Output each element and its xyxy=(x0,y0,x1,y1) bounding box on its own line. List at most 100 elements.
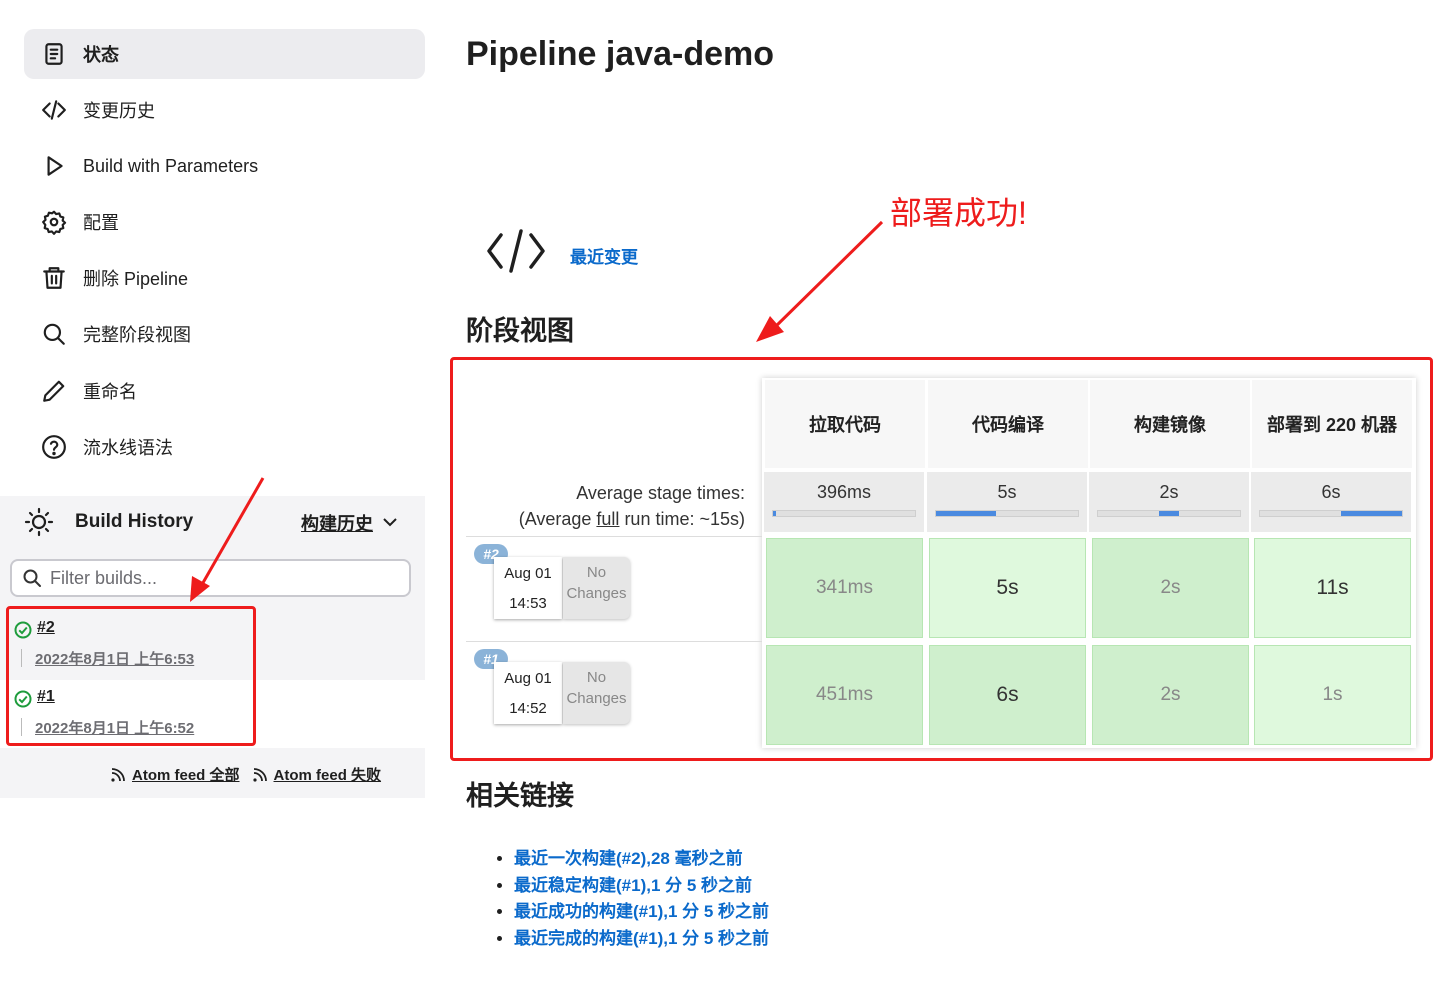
sidebar-item-build-with-parameters[interactable]: Build with Parameters xyxy=(24,141,425,191)
sidebar-item-label: 重命名 xyxy=(83,382,137,402)
run-row: #2 Aug 01 14:53 No Changes xyxy=(466,536,762,641)
build-history-panel: Build History 构建历史 #2 2022年8月1日 上午6:53 #… xyxy=(0,496,425,798)
highlight-box-builds xyxy=(6,606,256,746)
stage-cell[interactable]: 5s xyxy=(929,538,1086,638)
sidebar-item-label: Build with Parameters xyxy=(83,155,259,176)
avg-progress-track xyxy=(1259,510,1403,517)
annotation-arrow-line xyxy=(770,220,884,332)
run-date: Aug 01 xyxy=(504,670,552,687)
sidebar-item-label: 变更历史 xyxy=(83,101,155,121)
search-icon xyxy=(23,569,41,587)
stage-cell[interactable]: 2s xyxy=(1092,538,1249,638)
build-row[interactable]: #2 2022年8月1日 上午6:53 xyxy=(0,611,425,679)
run-date-box: Aug 01 14:53 xyxy=(494,557,562,619)
avg-progress-fill xyxy=(773,511,776,516)
build-divider xyxy=(21,718,22,736)
sidebar-item-delete-pipeline[interactable]: 删除 Pipeline xyxy=(24,253,425,303)
sidebar-item-label: 流水线语法 xyxy=(83,438,173,458)
atom-feed-failed-label: Atom feed 失败 xyxy=(273,767,382,784)
avg-progress-fill xyxy=(1159,511,1179,516)
build-date-link[interactable]: 2022年8月1日 上午6:53 xyxy=(35,651,195,668)
related-links-title: 相关链接 xyxy=(466,781,574,811)
build-history-icon xyxy=(24,507,54,537)
avg-progress-track xyxy=(935,510,1079,517)
list-item: 最近稳定构建(#1),1 分 5 秒之前 xyxy=(514,873,769,900)
atom-feed-failed-link[interactable]: Atom feed 失败 xyxy=(252,764,382,785)
atom-feed-all-label: Atom feed 全部 xyxy=(132,767,240,784)
annotation-arrow-head xyxy=(756,316,784,342)
avg-stage-time: 396ms xyxy=(764,472,924,532)
sidebar-item-label: 配置 xyxy=(83,213,119,233)
related-links-list: 最近一次构建(#2),28 毫秒之前 最近稳定构建(#1),1 分 5 秒之前 … xyxy=(496,846,769,952)
stage-cell[interactable]: 11s xyxy=(1254,538,1411,638)
filter-builds-field[interactable] xyxy=(10,559,411,597)
avg-stage-time-value: 5s xyxy=(997,482,1017,502)
run-row: #1 Aug 01 14:52 No Changes xyxy=(466,641,762,746)
avg-progress-fill xyxy=(936,511,996,516)
build-row[interactable]: #1 2022年8月1日 上午6:52 xyxy=(0,680,425,748)
sidebar-item-status[interactable]: 状态 xyxy=(24,29,425,79)
page-title: Pipeline java-demo xyxy=(466,35,774,73)
document-icon xyxy=(39,39,69,69)
stage-cell[interactable]: 1s xyxy=(1254,645,1411,745)
sidebar-item-label: 完整阶段视图 xyxy=(83,325,191,345)
avg-progress-track xyxy=(772,510,916,517)
run-date-box: Aug 01 14:52 xyxy=(494,662,562,724)
rss-icon xyxy=(111,767,125,782)
stage-header: 拉取代码 xyxy=(765,380,925,468)
stage-cell[interactable]: 6s xyxy=(929,645,1086,745)
avg-stage-time: 5s xyxy=(927,472,1087,532)
trash-icon xyxy=(39,263,69,293)
code-icon xyxy=(39,95,69,125)
related-link[interactable]: 最近一次构建(#2),28 毫秒之前 xyxy=(514,849,743,868)
build-trend-link[interactable]: 构建历史 xyxy=(301,514,373,534)
average-times-line: Average stage times: xyxy=(576,483,745,503)
list-item: 最近完成的构建(#1),1 分 5 秒之前 xyxy=(514,926,769,953)
search-icon xyxy=(39,319,69,349)
chevron-down-icon[interactable] xyxy=(381,513,399,531)
pencil-icon xyxy=(39,376,69,406)
build-history-title: Build History xyxy=(75,511,194,532)
success-check-icon xyxy=(14,621,32,639)
list-item: 最近一次构建(#2),28 毫秒之前 xyxy=(514,846,769,873)
average-run-suffix: run time: ~15s) xyxy=(619,509,745,529)
full-run-link[interactable]: full xyxy=(596,509,620,529)
related-link[interactable]: 最近稳定构建(#1),1 分 5 秒之前 xyxy=(514,875,753,895)
highlight-box-stage-view xyxy=(450,357,1433,761)
code-icon xyxy=(487,229,545,273)
avg-stage-time-value: 396ms xyxy=(816,482,872,502)
sidebar-item-rename[interactable]: 重命名 xyxy=(24,366,425,416)
success-check-icon xyxy=(14,690,32,708)
run-time: 14:52 xyxy=(509,700,547,717)
sidebar-item-label: 删除 Pipeline xyxy=(83,269,189,289)
atom-feed-all-link[interactable]: Atom feed 全部 xyxy=(110,764,240,785)
sidebar-item-configure[interactable]: 配置 xyxy=(24,197,425,247)
sidebar-item-full-stage-view[interactable]: 完整阶段视图 xyxy=(24,309,425,359)
sidebar-item-label: 状态 xyxy=(83,45,119,65)
build-number-link[interactable]: #1 xyxy=(37,688,55,705)
run-changes: No Changes xyxy=(563,662,630,724)
build-history-header: Build History 构建历史 xyxy=(0,496,425,548)
stage-header: 代码编译 xyxy=(928,380,1088,468)
sidebar-item-changes[interactable]: 变更历史 xyxy=(24,85,425,135)
related-link[interactable]: 最近成功的构建(#1),1 分 5 秒之前 xyxy=(514,902,770,921)
stage-cell[interactable]: 451ms xyxy=(766,645,923,745)
avg-stage-time: 6s xyxy=(1251,472,1411,532)
gear-icon xyxy=(39,207,69,237)
average-run-prefix: (Average xyxy=(518,509,597,529)
sidebar-item-pipeline-syntax[interactable]: 流水线语法 xyxy=(24,422,425,472)
filter-builds-input[interactable] xyxy=(48,566,392,590)
run-date: Aug 01 xyxy=(504,565,552,582)
avg-stage-time: 2s xyxy=(1089,472,1249,532)
stage-header: 构建镜像 xyxy=(1090,380,1250,468)
stage-cell[interactable]: 2s xyxy=(1092,645,1249,745)
build-date-link[interactable]: 2022年8月1日 上午6:52 xyxy=(35,720,195,737)
run-time: 14:53 xyxy=(509,595,547,612)
build-number-link[interactable]: #2 xyxy=(37,619,55,636)
avg-progress-fill xyxy=(1340,511,1402,516)
rss-icon xyxy=(252,767,267,782)
play-icon xyxy=(39,151,69,181)
related-link[interactable]: 最近完成的构建(#1),1 分 5 秒之前 xyxy=(514,928,770,948)
recent-changes-link[interactable]: 最近变更 xyxy=(570,248,638,267)
stage-cell[interactable]: 341ms xyxy=(766,538,923,638)
